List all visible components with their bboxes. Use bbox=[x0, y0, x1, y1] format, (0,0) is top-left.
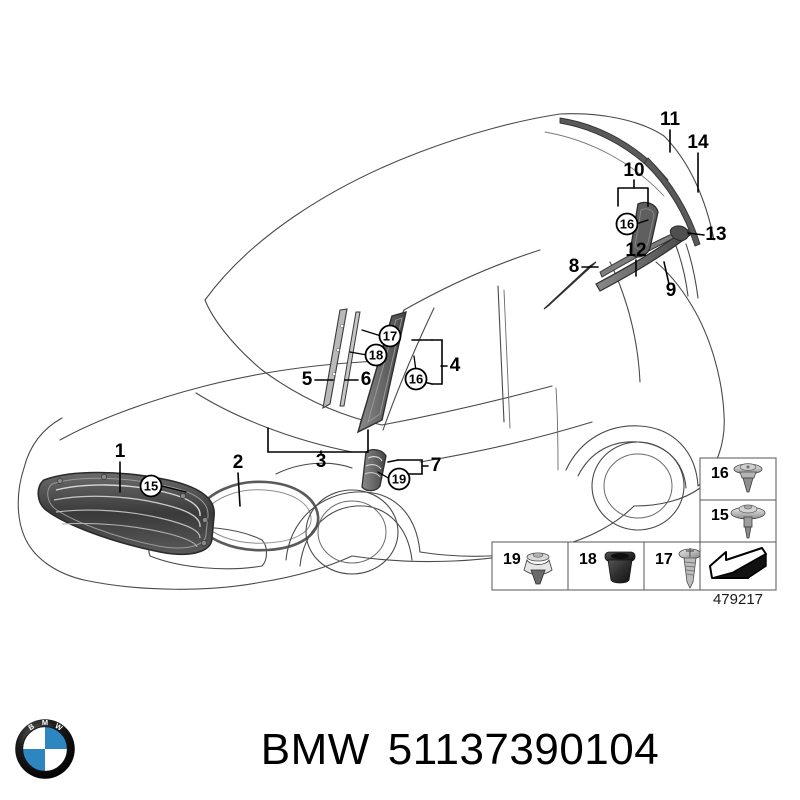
callout-numbers: 1 2 3 4 5 6 7 8 9 10 11 12 13 14 bbox=[115, 109, 727, 476]
callout-1: 1 bbox=[115, 441, 126, 462]
legend-box-18: 18 bbox=[567, 541, 645, 591]
svg-text:15: 15 bbox=[144, 478, 158, 493]
bracket-10 bbox=[617, 187, 649, 207]
bracket-7 bbox=[397, 459, 423, 475]
legend-panel: 16 15 bbox=[491, 457, 777, 608]
part-10-pillar-cover bbox=[629, 201, 659, 258]
part-13-end-cap bbox=[669, 225, 689, 241]
footer-part-number: 51137390104 bbox=[387, 725, 660, 774]
logo-letter-m: M bbox=[42, 718, 48, 727]
callout-5: 5 bbox=[302, 369, 313, 390]
bmw-roundel-logo: B M W bbox=[15, 718, 75, 779]
rubber-grommet-icon bbox=[604, 551, 636, 584]
part-6-windshield-strip bbox=[339, 311, 361, 407]
callout-7: 7 bbox=[431, 455, 442, 476]
svg-text:18: 18 bbox=[369, 347, 383, 362]
callout-14: 14 bbox=[687, 132, 709, 153]
part-5-windshield-strip bbox=[322, 308, 348, 410]
view-direction-arrow-icon bbox=[709, 547, 767, 579]
svg-text:17: 17 bbox=[383, 328, 397, 343]
callout-9: 9 bbox=[666, 280, 677, 301]
expanding-rivet-clip-icon bbox=[733, 463, 763, 493]
circled-callout-15: 15 bbox=[139, 474, 163, 498]
push-in-clip-icon bbox=[523, 552, 553, 585]
circled-callout-19: 19 bbox=[387, 467, 411, 491]
leader-7 bbox=[387, 459, 399, 463]
bracket-4-bottom bbox=[431, 365, 443, 385]
legend-label-16: 16 bbox=[711, 465, 729, 482]
legend-box-15: 15 bbox=[699, 499, 777, 543]
callout-6: 6 bbox=[361, 369, 372, 390]
leader-18-clip bbox=[349, 351, 368, 356]
leader-13 bbox=[687, 232, 705, 236]
svg-text:16: 16 bbox=[620, 216, 634, 231]
callout-4: 4 bbox=[450, 355, 461, 376]
part-1-front-grille bbox=[37, 471, 215, 556]
svg-text:16: 16 bbox=[409, 371, 423, 386]
part-11-roof-strip-upper bbox=[559, 117, 669, 185]
callout-10: 10 bbox=[623, 160, 644, 181]
leader-2 bbox=[237, 472, 241, 507]
callout-2: 2 bbox=[233, 452, 244, 473]
leader-15-clip bbox=[161, 485, 187, 493]
circled-callouts: 15 16 16 17 18 19 bbox=[139, 212, 639, 498]
part-14-roof-strip-outer bbox=[643, 157, 701, 247]
logo-letter-b: B bbox=[27, 721, 37, 732]
leader-9 bbox=[663, 261, 670, 285]
domed-head-clip-icon bbox=[730, 504, 766, 539]
legend-label-15: 15 bbox=[711, 507, 729, 524]
bracket-3 bbox=[267, 427, 369, 453]
callout-12: 12 bbox=[625, 240, 646, 261]
circled-callout-16-pillar: 16 bbox=[404, 367, 428, 391]
legend-box-16: 16 bbox=[699, 457, 777, 501]
logo-letter-w: W bbox=[53, 721, 65, 733]
legend-label-17: 17 bbox=[655, 551, 673, 568]
callout-3: 3 bbox=[316, 451, 327, 472]
leader-lines bbox=[119, 129, 705, 507]
part-7-side-vent bbox=[361, 449, 387, 492]
bracket-4-top bbox=[431, 339, 443, 367]
callout-13: 13 bbox=[705, 224, 726, 245]
legend-label-18: 18 bbox=[579, 551, 597, 568]
washer-head-screw-icon bbox=[678, 548, 702, 589]
footer-bar: B M W BMW 51137390104 bbox=[0, 700, 800, 800]
circled-callout-16-roof: 16 bbox=[615, 212, 639, 236]
footer-brand: BMW bbox=[260, 725, 370, 774]
part-8-roof-trim-front bbox=[543, 261, 597, 310]
callout-8: 8 bbox=[569, 256, 580, 277]
callout-11: 11 bbox=[660, 109, 681, 130]
legend-box-19: 19 bbox=[491, 541, 569, 591]
legend-box-view-arrow bbox=[699, 541, 777, 591]
circled-callout-17: 17 bbox=[378, 324, 402, 348]
leader-17-clip bbox=[361, 329, 382, 337]
footer-caption: BMW 51137390104 bbox=[0, 700, 800, 800]
drawing-number: 479217 bbox=[713, 591, 763, 608]
legend-label-19: 19 bbox=[503, 551, 521, 568]
svg-text:19: 19 bbox=[392, 471, 406, 486]
trim-parts bbox=[37, 117, 701, 556]
circled-callout-18: 18 bbox=[364, 343, 388, 367]
